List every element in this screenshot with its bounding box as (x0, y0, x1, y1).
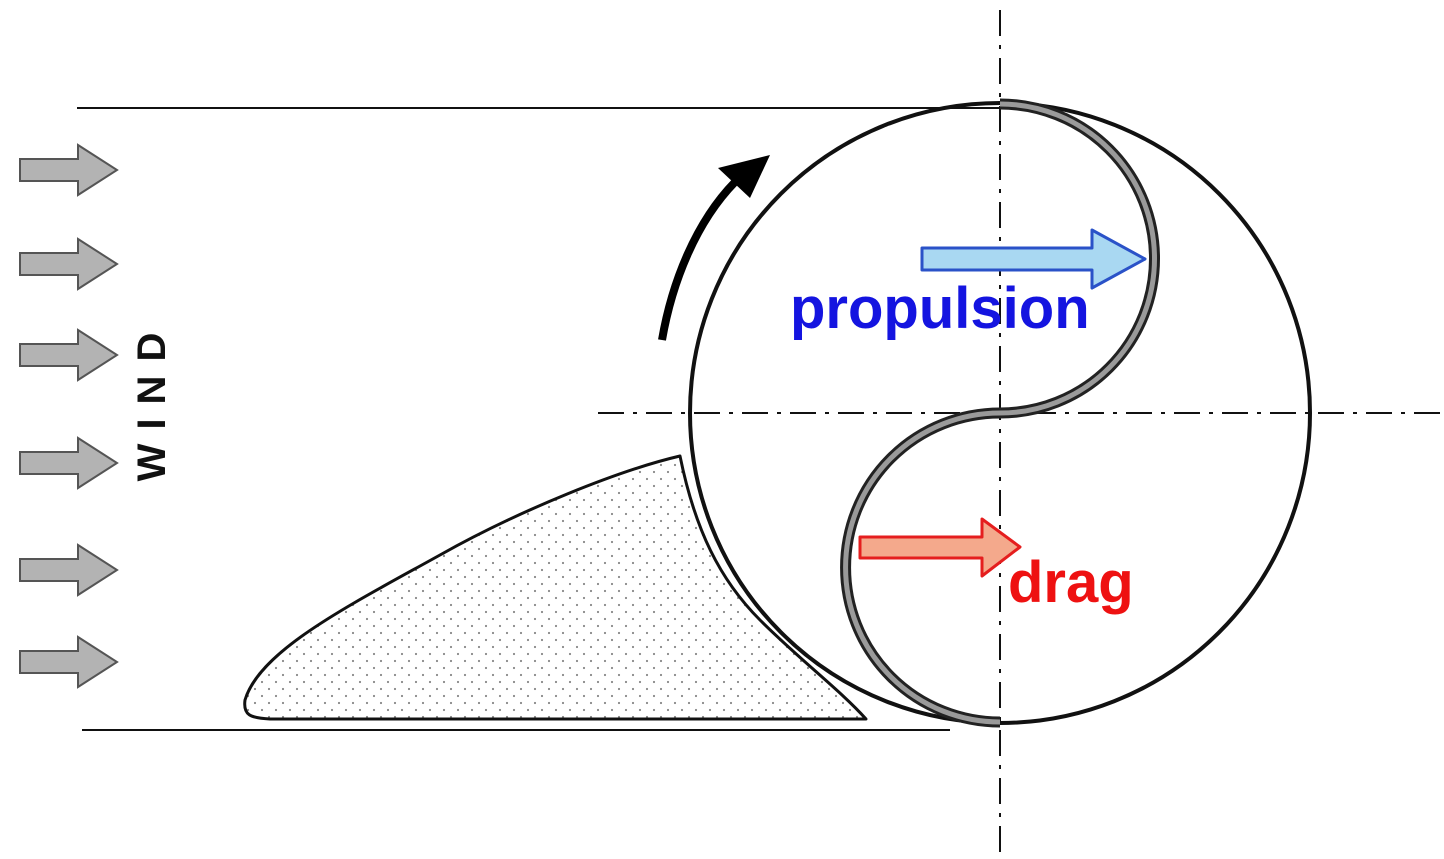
wind-arrow-icon (19, 436, 119, 490)
wind-arrows (19, 143, 119, 689)
rotation-arrowhead-icon (718, 155, 770, 198)
wind-label: WIND (130, 319, 174, 482)
propulsion-arrow (920, 228, 1147, 290)
lower-blade (840, 407, 1001, 728)
wind-arrow-icon (19, 328, 119, 382)
wind-arrow-icon (19, 635, 119, 689)
rotation-arrow (658, 179, 738, 341)
drag-label: drag (1008, 550, 1134, 615)
wind-arrow-icon (19, 237, 119, 291)
propulsion-label: propulsion (790, 276, 1090, 341)
wind-arrow-icon (19, 143, 119, 197)
wind-arrow-icon (19, 543, 119, 597)
drag-arrow (858, 517, 1022, 578)
deflector-plate (243, 454, 868, 721)
